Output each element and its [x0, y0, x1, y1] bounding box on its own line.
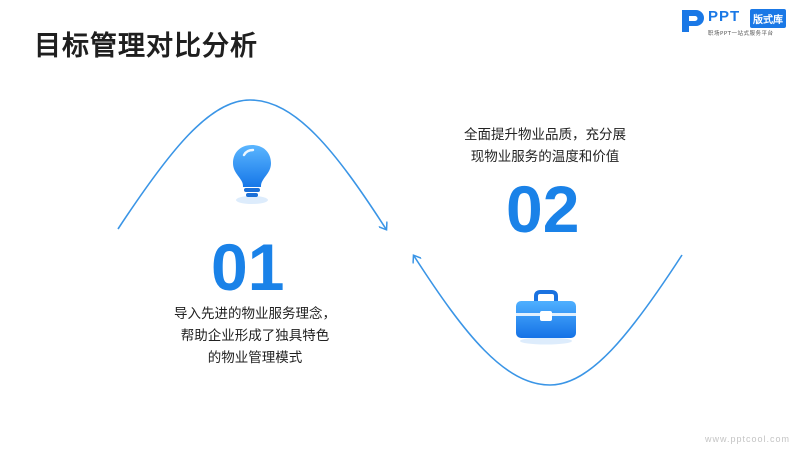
logo: PPT 版式库 职场PPT一站式服务平台 [680, 8, 794, 38]
upper-wave-curve [117, 99, 386, 229]
watermark: www.pptcool.com [704, 434, 790, 444]
item-01-line: 帮助企业形成了独具特色 [180, 328, 330, 344]
logo-brand: PPT [708, 8, 741, 25]
briefcase-icon [516, 290, 576, 345]
item-number-01: 01 [211, 230, 285, 304]
item-description-01: 导入先进的物业服务理念， 帮助企业形成了独具特色 的物业管理模式 [150, 303, 360, 369]
item-description-02: 全面提升物业品质，充分展 现物业服务的温度和价值 [440, 124, 650, 168]
page-title: 目标管理对比分析 [34, 31, 258, 62]
item-01-line: 导入先进的物业服务理念， [174, 306, 336, 322]
logo-badge: 版式库 [750, 9, 786, 28]
item-02-line: 现物业服务的温度和价值 [470, 149, 620, 165]
logo-tagline: 职场PPT一站式服务平台 [708, 31, 774, 37]
item-02-line: 全面提升物业品质，充分展 [464, 127, 626, 143]
lower-wave-curve [414, 255, 683, 386]
item-01-line: 的物业管理模式 [207, 350, 303, 366]
logo-mark-icon [682, 10, 704, 32]
lightbulb-icon [233, 145, 271, 204]
item-number-02: 02 [506, 172, 580, 246]
